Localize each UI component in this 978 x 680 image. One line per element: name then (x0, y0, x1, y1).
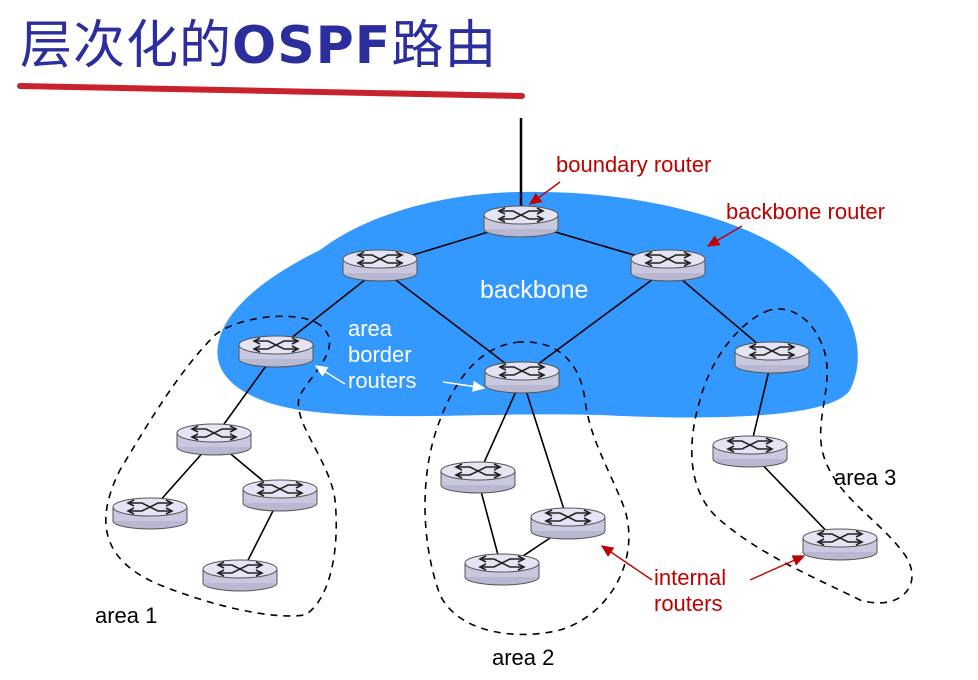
arrow-border-2 (442, 380, 486, 392)
label-area1: area 1 (95, 603, 157, 628)
title-ospf: OSPF (232, 16, 392, 76)
router-area1-d (202, 559, 278, 592)
label-backbone: backbone (480, 276, 588, 304)
arrow-boundary (528, 181, 561, 205)
arrow-backbone-router (706, 225, 743, 247)
router-area1-b (112, 497, 188, 530)
label-area3: area 3 (834, 465, 896, 490)
area2-outline (424, 341, 630, 636)
router-area1-c (242, 479, 318, 512)
title-suffix: 路由 (391, 16, 498, 76)
router-area-border-3 (734, 341, 810, 374)
label-boundary-router: boundary router (556, 152, 711, 177)
label-area2: area 2 (492, 645, 554, 670)
router-area3-a (712, 435, 788, 468)
page-title: 层次化的OSPF路由 (20, 14, 497, 78)
area3-outline (691, 308, 913, 604)
router-area-border-1 (238, 335, 314, 368)
label-internal-line1: internal (654, 565, 726, 590)
label-area-border-line3: routers (348, 368, 416, 393)
router-boundary (483, 205, 559, 238)
backbone-area (217, 191, 858, 418)
title-prefix: 层次化的 (20, 16, 233, 76)
router-backbone-right (630, 249, 706, 282)
label-area-border-line2: border (348, 342, 412, 367)
router-area3-b (802, 528, 878, 561)
title-underline (17, 83, 525, 99)
router-area1-a (176, 423, 252, 456)
router-area2-a (440, 461, 516, 494)
label-area-border-line1: area (348, 316, 393, 341)
router-area2-c (464, 553, 540, 586)
arrow-internal-1 (600, 545, 653, 581)
label-internal-line2: routers (654, 591, 722, 616)
arrow-border-1 (314, 365, 346, 385)
router-area-border-2 (484, 361, 560, 394)
label-backbone-router: backbone router (726, 199, 885, 224)
router-backbone-left (342, 249, 418, 282)
arrow-internal-2 (749, 555, 806, 581)
router-area2-b (530, 507, 606, 540)
area1-outline (105, 315, 338, 617)
